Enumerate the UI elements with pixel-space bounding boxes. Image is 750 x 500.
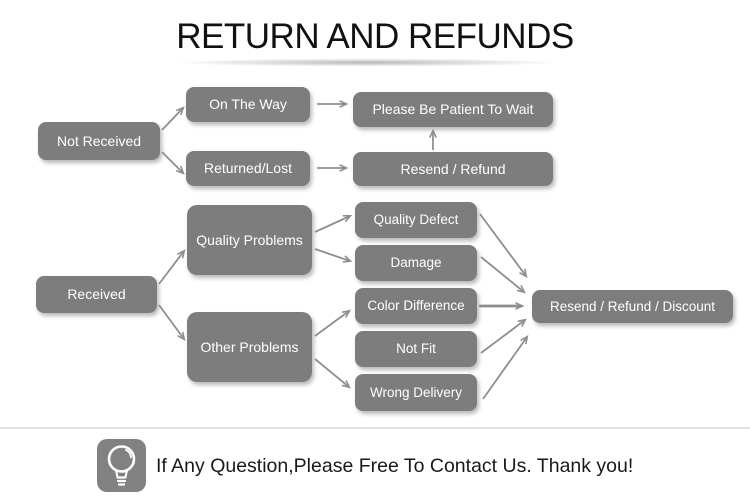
node-received: Received [36,276,157,313]
node-returned-lost: Returned/Lost [186,151,310,186]
arrow-not-received-to-returned-lost [161,151,185,175]
arrow-quality-problems-to-damage [314,248,353,263]
arrow-quality-defect-to-final [479,213,528,278]
node-quality-problems: Quality Problems [187,205,312,275]
node-wrong-delivery: Wrong Delivery [355,374,477,411]
arrow-not-received-to-on-the-way [161,106,185,131]
node-on-the-way: On The Way [186,87,310,122]
node-not-received: Not Received [38,122,160,160]
node-other-problems: Other Problems [187,312,312,382]
arrow-other-problems-to-color-difference [314,309,351,337]
arrow-damage-to-final [480,256,526,294]
node-please-be-patient: Please Be Patient To Wait [353,92,553,127]
light-bulb-icon [97,439,146,492]
node-quality-defect: Quality Defect [355,202,477,238]
arrow-other-problems-to-wrong-delivery [314,358,351,389]
arrow-not-fit-to-final [480,318,527,354]
arrow-received-to-quality-problems [158,249,186,285]
footer-message: If Any Question,Please Free To Contact U… [156,454,634,477]
node-not-fit: Not Fit [355,331,477,367]
arrow-received-to-other-problems [158,304,186,341]
node-color-difference: Color Difference [355,288,477,324]
page-title: RETURN AND REFUNDS [176,17,574,56]
arrow-wrong-delivery-to-final [482,335,529,400]
node-damage: Damage [355,245,477,281]
node-resend-refund: Resend / Refund [353,152,553,186]
footer-divider [0,427,750,429]
title-underline-shadow [158,58,576,67]
node-resend-refund-discount: Resend / Refund / Discount [532,290,733,323]
arrow-quality-problems-to-quality-defect [314,214,353,233]
